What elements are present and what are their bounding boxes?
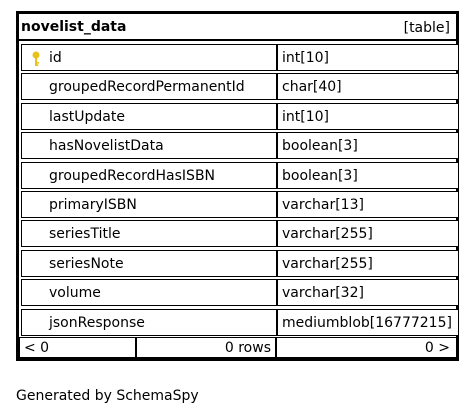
- key-icon: [32, 51, 40, 66]
- column-type: int[10]: [277, 44, 459, 71]
- column-type: mediumblob[16777215]: [277, 308, 459, 336]
- column-name-text: hasNovelistData: [49, 138, 164, 155]
- column-type: varchar[255]: [277, 220, 459, 248]
- column-name-text: groupedRecordPermanentId: [49, 79, 245, 96]
- table-name: novelist_data: [21, 19, 127, 35]
- column-name: id: [21, 44, 277, 71]
- column-name: groupedRecordPermanentId: [21, 73, 277, 101]
- column-name-text: groupedRecordHasISBN: [49, 167, 216, 184]
- column-name-text: volume: [49, 285, 101, 302]
- table-header: novelist_data [table]: [19, 14, 456, 41]
- generated-by-label: Generated by SchemaSpy: [16, 388, 199, 404]
- parents-count: < 0: [19, 337, 136, 358]
- column-name: lastUpdate: [21, 102, 277, 130]
- column-type: varchar[13]: [277, 190, 459, 218]
- table-row: lastUpdate int[10]: [21, 102, 461, 131]
- column-name: hasNovelistData: [21, 132, 277, 160]
- column-name: seriesNote: [21, 249, 277, 277]
- column-name-text: seriesNote: [49, 255, 124, 272]
- column-type: varchar[255]: [277, 249, 459, 277]
- table-kind-label: [table]: [403, 20, 450, 36]
- column-type: boolean[3]: [277, 161, 459, 189]
- table-row: id int[10]: [21, 43, 461, 72]
- column-type: char[40]: [277, 73, 459, 101]
- table-row: hasNovelistData boolean[3]: [21, 131, 461, 160]
- column-name-text: id: [49, 50, 62, 66]
- column-name: jsonResponse: [21, 308, 277, 336]
- column-name-text: lastUpdate: [49, 108, 125, 125]
- table-row: volume varchar[32]: [21, 278, 461, 307]
- column-name: seriesTitle: [21, 220, 277, 248]
- table-row: groupedRecordHasISBN boolean[3]: [21, 161, 461, 190]
- column-name-text: seriesTitle: [49, 226, 121, 243]
- column-list: id int[10] groupedRecordPermanentId char[40…: [21, 43, 461, 337]
- children-count: 0 >: [276, 337, 457, 358]
- column-type: int[10]: [277, 102, 459, 130]
- column-name: groupedRecordHasISBN: [21, 161, 277, 189]
- column-name: primaryISBN: [21, 190, 277, 218]
- table-row: seriesNote varchar[255]: [21, 249, 461, 278]
- table-row: groupedRecordPermanentId char[40]: [21, 72, 461, 101]
- table-row: primaryISBN varchar[13]: [21, 190, 461, 219]
- column-name-text: jsonResponse: [49, 314, 145, 331]
- row-count: 0 rows: [136, 337, 276, 358]
- column-type: boolean[3]: [277, 132, 459, 160]
- table-row: jsonResponse mediumblob[16777215]: [21, 308, 461, 337]
- table-footer: < 0 0 rows 0 >: [19, 337, 457, 358]
- column-name: volume: [21, 279, 277, 307]
- column-type: varchar[32]: [277, 279, 459, 307]
- table-row: seriesTitle varchar[255]: [21, 219, 461, 248]
- column-name-text: primaryISBN: [49, 196, 137, 213]
